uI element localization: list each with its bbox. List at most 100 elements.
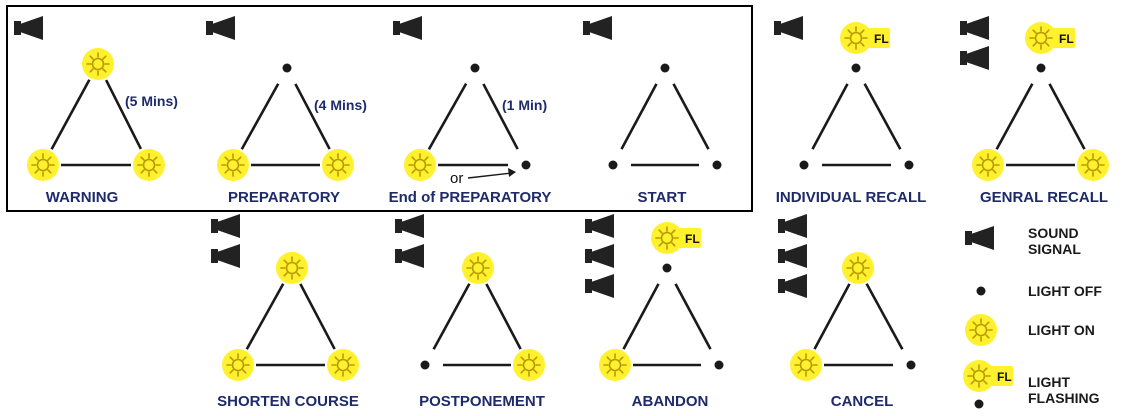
top-light-on-icon: [82, 48, 114, 80]
signal-postponement: POSTPONEMENT: [395, 214, 545, 410]
light-ray: [482, 259, 487, 264]
or-text: or: [450, 170, 463, 187]
horn-icon: [778, 214, 807, 238]
light-core: [974, 323, 988, 337]
left-light-on-icon: [217, 149, 249, 181]
light-ray: [411, 156, 416, 161]
duration-label: (4 Mins): [314, 97, 367, 113]
legend-flashing-label-2: FLASHING: [1028, 390, 1100, 406]
light-ray: [671, 229, 676, 234]
right-light-off-icon: [906, 360, 916, 370]
horn-icon: [211, 244, 240, 268]
light-ray: [606, 356, 611, 361]
signal-label: WARNING: [46, 189, 119, 206]
horn-icon: [774, 16, 803, 40]
light-ray: [296, 272, 301, 277]
left-light-off-icon: [608, 160, 618, 170]
horn-body: [211, 249, 218, 263]
triangle-edge: [294, 83, 331, 150]
light-core: [231, 358, 245, 372]
light-core: [471, 261, 485, 275]
light-ray: [983, 380, 988, 385]
signal-cancel: CANCEL: [778, 214, 916, 410]
horn-bell: [591, 214, 614, 238]
light-core: [849, 31, 863, 45]
light-core: [413, 158, 427, 172]
light-ray: [860, 29, 865, 34]
light-core: [1034, 31, 1048, 45]
flash-label: FL: [1059, 32, 1074, 46]
top-light-on-icon: [462, 252, 494, 284]
triangle-edge: [863, 83, 902, 150]
triangle-edge: [427, 83, 468, 150]
light-ray: [347, 369, 352, 374]
triangle-edge: [622, 283, 660, 350]
horn-body: [778, 279, 785, 293]
light-ray: [89, 68, 94, 73]
legend-sound-label-1: SOUND: [1028, 225, 1079, 241]
light-ray: [985, 334, 990, 339]
horn-body: [393, 21, 400, 35]
right-light-off-icon: [712, 160, 722, 170]
top-light-on-icon: [842, 252, 874, 284]
flash-label: FL: [997, 370, 1012, 384]
light-ray: [619, 356, 624, 361]
left-light-on-icon: [27, 149, 59, 181]
triangle-edge: [50, 79, 91, 150]
horn-body: [774, 21, 781, 35]
light-core: [226, 158, 240, 172]
light-ray: [658, 229, 663, 234]
right-light-on-icon: [327, 349, 359, 381]
left-light-on-icon: [404, 149, 436, 181]
signal-label: START: [638, 189, 687, 206]
signal-preparatory: (4 Mins)PREPARATORY: [206, 16, 367, 206]
light-ray: [89, 55, 94, 60]
light-ray: [970, 380, 975, 385]
horn-icon: [778, 244, 807, 268]
right-light-on-icon: [513, 349, 545, 381]
right-light-off-icon: [714, 360, 724, 370]
light-ray: [102, 68, 107, 73]
light-ray: [34, 169, 39, 174]
light-ray: [520, 356, 525, 361]
grouping-frame: [6, 5, 753, 212]
light-ray: [972, 321, 977, 326]
light-flashing-icon: FL: [651, 222, 701, 254]
legend-light-on-label: LIGHT ON: [1028, 322, 1095, 338]
legend-flashing-label-1: LIGHT: [1028, 374, 1070, 390]
right-light-on-icon: [322, 149, 354, 181]
signal-warning: (5 Mins) WARNING: [14, 16, 178, 206]
horn-icon: [583, 16, 612, 40]
left-light-off-icon: [799, 160, 809, 170]
light-ray: [424, 169, 429, 174]
light-ray: [153, 169, 158, 174]
light-ray: [329, 156, 334, 161]
triangle-edge: [1048, 83, 1086, 150]
duration-label: (5 Mins): [125, 93, 178, 109]
legend-flashing-dot-icon: [974, 399, 984, 409]
top-light-on-icon: [276, 252, 308, 284]
horn-bell: [966, 16, 989, 40]
light-core: [851, 261, 865, 275]
light-core: [972, 369, 986, 383]
light-ray: [229, 356, 234, 361]
horn-body: [583, 21, 590, 35]
horn-body: [395, 219, 402, 233]
light-ray: [520, 369, 525, 374]
light-core: [285, 261, 299, 275]
light-ray: [1045, 42, 1050, 47]
light-ray: [237, 169, 242, 174]
light-core: [91, 57, 105, 71]
horn-body: [960, 51, 967, 65]
light-ray: [342, 169, 347, 174]
signal-label: INDIVIDUAL RECALL: [776, 189, 927, 206]
triangle-edge: [482, 83, 519, 150]
light-ray: [849, 272, 854, 277]
horn-icon: [14, 16, 43, 40]
horn-bell: [217, 244, 240, 268]
